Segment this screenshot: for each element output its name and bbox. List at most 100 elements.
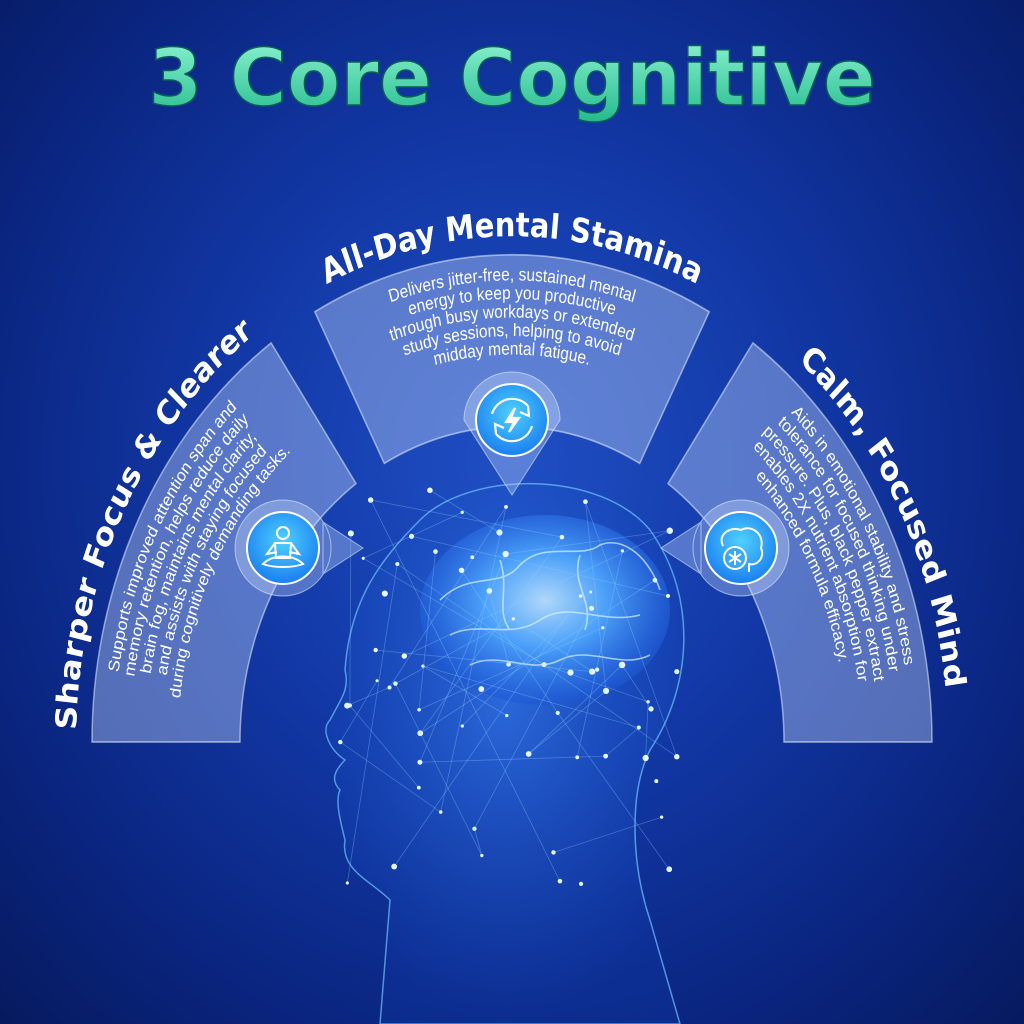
network-node	[654, 779, 659, 784]
network-link	[585, 501, 678, 757]
network-node	[583, 499, 588, 505]
network-link	[528, 690, 607, 755]
network-node	[375, 679, 379, 683]
network-link	[370, 499, 563, 538]
network-link	[397, 563, 677, 758]
meditation-icon	[261, 526, 305, 568]
network-link	[349, 533, 352, 706]
network-node	[401, 653, 408, 659]
network-node	[505, 713, 509, 718]
network-node	[478, 686, 485, 692]
network-link	[395, 618, 514, 684]
network-node	[674, 669, 680, 675]
network-node	[460, 724, 464, 728]
network-node	[589, 590, 593, 594]
network-node	[502, 550, 509, 558]
network-link	[393, 595, 581, 867]
brain	[420, 515, 670, 705]
brain-folds	[439, 542, 661, 666]
network-link	[488, 590, 509, 665]
panel-background-top	[313, 254, 711, 465]
network-node	[347, 703, 352, 708]
network-node	[551, 850, 556, 855]
network-link	[429, 489, 500, 533]
network-node	[525, 751, 532, 757]
network-node	[506, 662, 511, 667]
network-node	[347, 530, 354, 537]
network-link	[418, 551, 436, 710]
head-illustration	[325, 482, 685, 1024]
network-node	[659, 815, 664, 819]
network-link	[389, 506, 507, 688]
network-node	[345, 881, 349, 885]
network-link	[422, 665, 639, 728]
network-link	[346, 687, 390, 706]
network-node	[666, 866, 673, 873]
network-link	[363, 557, 545, 665]
network-link	[621, 664, 652, 710]
network-node	[575, 755, 580, 760]
network-node	[387, 685, 392, 690]
network-link	[340, 741, 441, 813]
network-node	[555, 710, 560, 715]
network-link	[419, 536, 563, 734]
network-node	[541, 662, 547, 668]
network-node	[578, 594, 583, 598]
icon-pin-right	[660, 499, 790, 597]
network-node	[559, 534, 565, 540]
network-node	[595, 667, 600, 672]
network-link	[418, 627, 603, 711]
network-node	[373, 647, 378, 653]
network-link	[349, 705, 420, 788]
network-node	[417, 707, 421, 712]
network-link	[557, 712, 670, 870]
network-node	[427, 487, 433, 494]
energy-refresh-icon	[490, 397, 534, 443]
network-node	[409, 533, 415, 539]
network-link	[505, 530, 670, 555]
network-node	[416, 785, 421, 790]
network-link	[585, 501, 607, 691]
network-node	[480, 853, 484, 858]
network-link	[411, 535, 669, 597]
network-link	[375, 649, 593, 673]
network-link	[474, 828, 483, 856]
network-link	[645, 701, 649, 759]
network-link	[461, 570, 559, 714]
network-link	[420, 579, 656, 734]
network-node	[496, 529, 503, 536]
network-link	[440, 506, 507, 813]
network-node	[470, 555, 475, 560]
network-link	[474, 608, 592, 829]
icon-pin-top	[463, 371, 561, 496]
network-node	[557, 878, 563, 884]
network-node	[666, 527, 673, 534]
network-link	[422, 665, 507, 716]
network-link	[419, 553, 507, 763]
network-node	[486, 588, 493, 594]
network-node	[642, 754, 649, 762]
network-node	[472, 826, 477, 831]
network-node	[458, 567, 465, 574]
network-node	[674, 753, 680, 760]
network-link	[576, 550, 623, 758]
network-link	[462, 591, 591, 727]
network-node	[504, 505, 508, 509]
headline: 3 Core Cognitive	[148, 34, 875, 124]
network-node	[381, 590, 388, 597]
network-node	[361, 556, 365, 560]
network-node	[338, 739, 343, 745]
network-node	[646, 700, 650, 704]
network-node	[433, 549, 438, 554]
network-node	[652, 577, 658, 583]
network-nodes	[338, 487, 680, 886]
network-link	[553, 816, 662, 853]
network-link	[395, 683, 483, 856]
network-link	[370, 499, 561, 882]
brain-calm-icon	[720, 527, 763, 572]
network-link	[419, 755, 606, 763]
network-node	[460, 510, 464, 515]
network-link	[543, 664, 649, 703]
